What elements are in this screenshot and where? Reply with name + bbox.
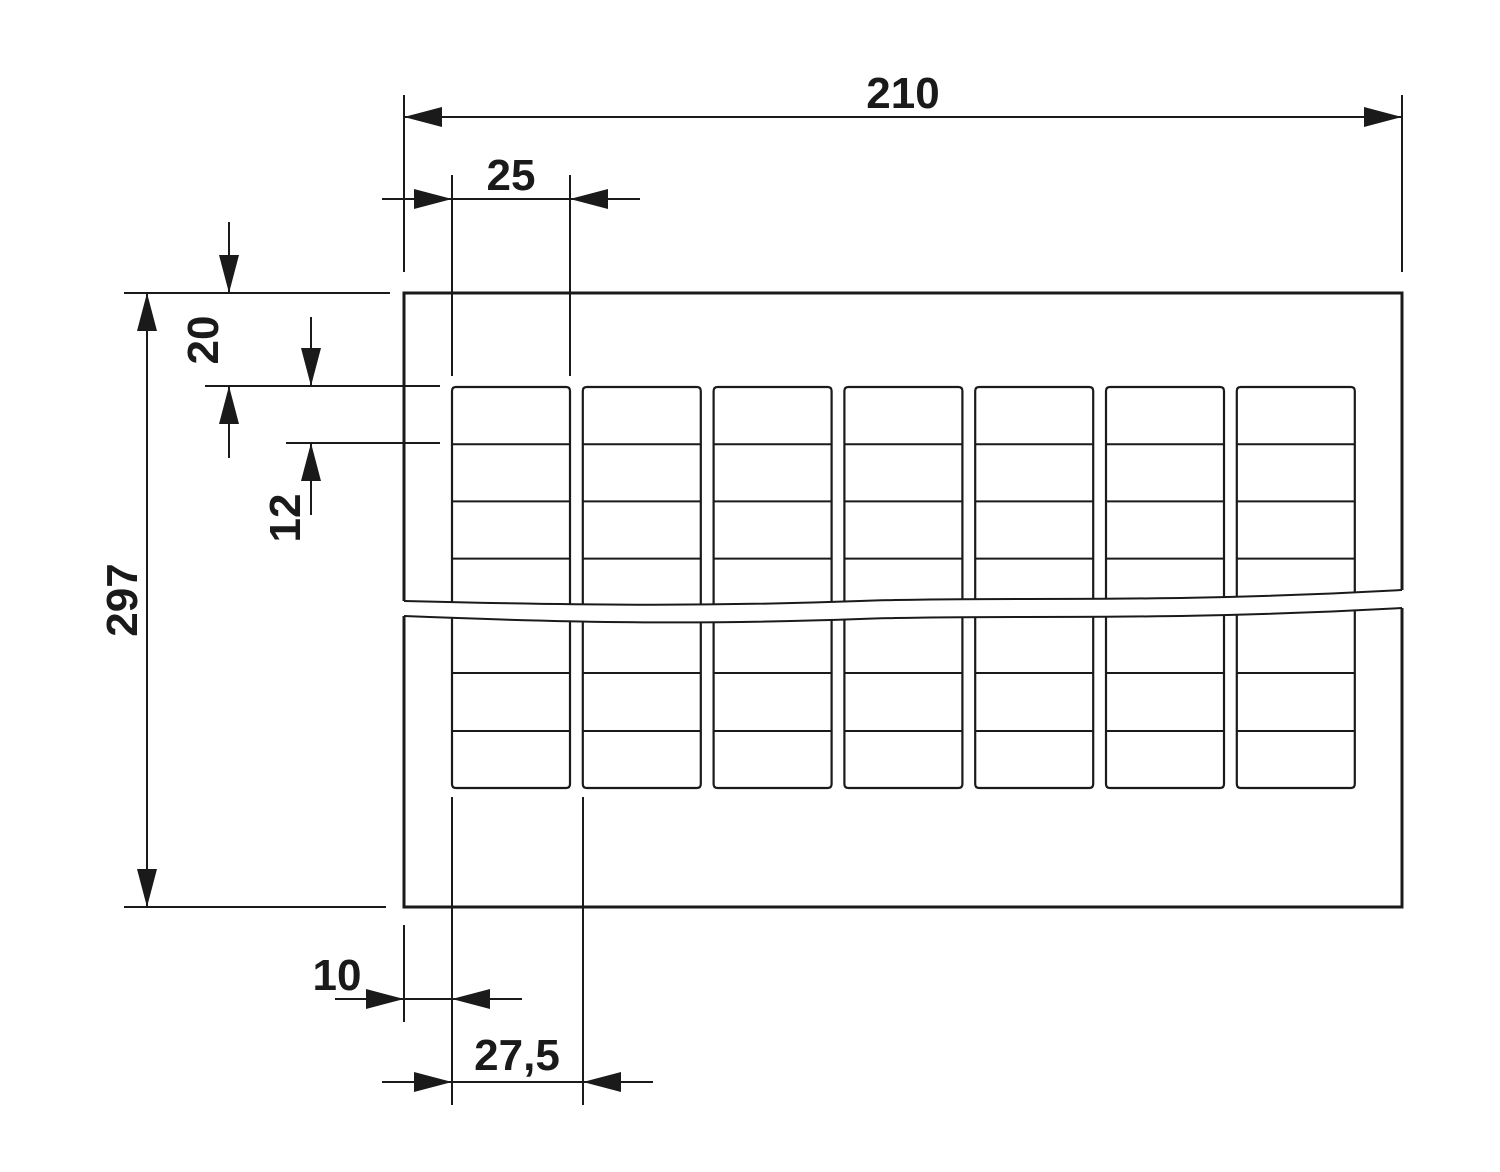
label-column-upper [712,385,833,612]
dim-label-width: 25 [382,151,640,376]
dim-label-12: 12 [261,494,310,543]
label-column-upper [450,385,572,612]
label-column [1104,385,1226,790]
dim-label-27-5: 27,5 [474,1031,560,1080]
label-column-upper [581,385,702,612]
dim-label-10: 10 [313,951,362,1000]
label-column-lower [712,612,833,790]
label-column [712,385,833,790]
label-column-lower [974,612,1095,790]
dim-pitch: 27,5 [382,797,653,1105]
break-line [403,589,1403,624]
label-column [1235,385,1356,790]
dim-label-210: 210 [866,69,939,118]
label-column [581,385,702,790]
label-column-upper [1235,385,1356,612]
dim-top-offset: 20 [124,222,440,458]
dim-label-height: 12 [261,317,440,542]
label-column-lower [1104,612,1226,790]
dim-total-height: 297 [98,293,386,908]
label-column-upper [843,385,964,612]
label-column [974,385,1095,790]
label-column-lower [450,612,572,790]
dim-label-25: 25 [487,151,536,200]
label-column-lower [1235,612,1356,790]
dim-label-297: 297 [98,563,147,636]
dim-total-width: 210 [403,69,1403,272]
sheet-outline [402,291,1404,909]
label-column [450,385,572,790]
label-column-upper [974,385,1095,612]
dim-label-20: 20 [179,316,228,365]
label-column-lower [843,612,964,790]
label-column-lower [581,612,702,790]
label-grid [450,385,1356,790]
label-column-upper [1104,385,1226,612]
label-column [843,385,964,790]
dim-left-offset: 10 [313,797,522,1105]
